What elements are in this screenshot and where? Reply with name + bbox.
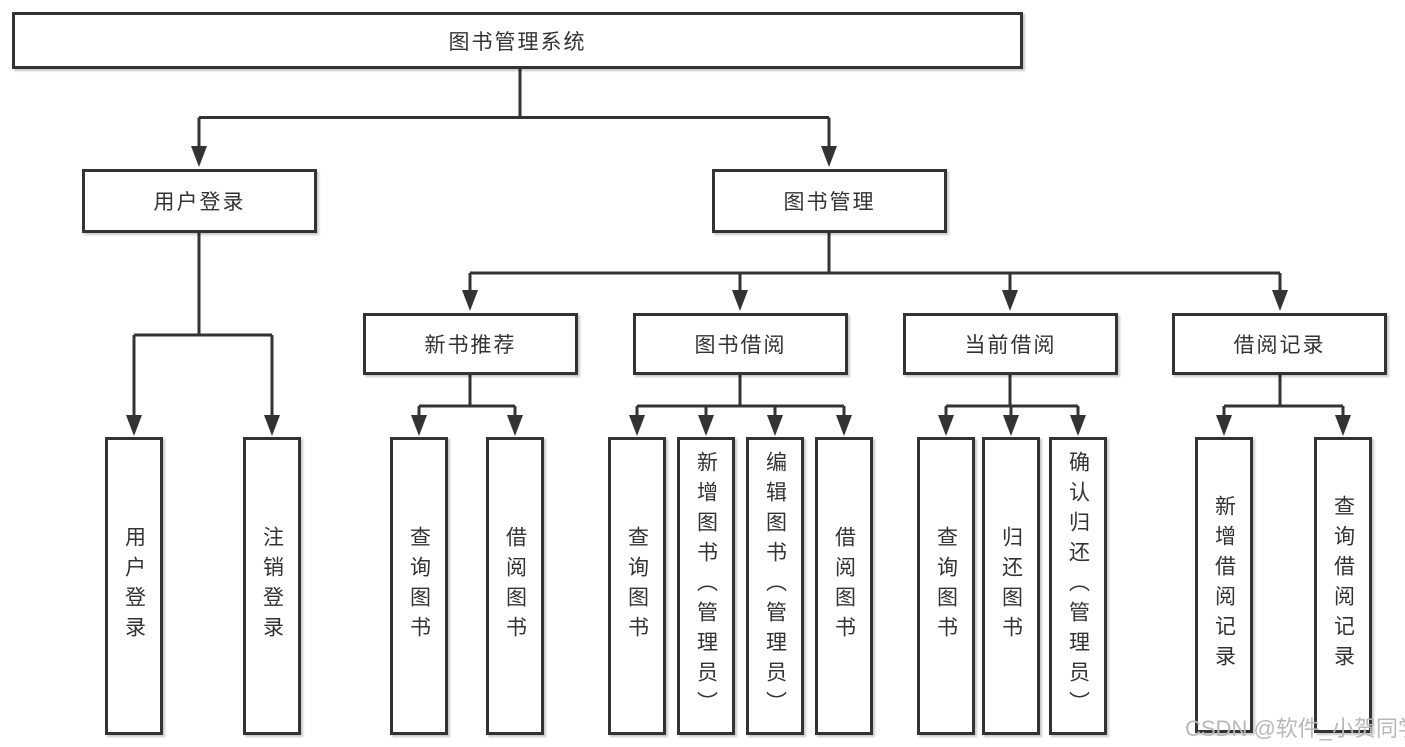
leaf-logout: 注销登录 (243, 437, 301, 735)
leaf-logout-label: 注销登录 (260, 526, 284, 646)
leaf-edit-book-admin-label: 编辑图书（管理员） (763, 451, 787, 721)
node-borrow-records: 借阅记录 (1172, 313, 1387, 375)
leaf-add-borrow-record: 新增借阅记录 (1195, 437, 1253, 733)
leaf-add-borrow-record-label: 新增借阅记录 (1212, 495, 1236, 675)
leaf-return-book: 归还图书 (982, 437, 1040, 735)
leaf-add-book-admin-label: 新增图书（管理员） (694, 451, 718, 721)
leaf-confirm-return-admin-label: 确认归还（管理员） (1066, 451, 1090, 721)
leaf-query-book-current: 查询图书 (917, 437, 975, 735)
leaf-return-book-label: 归还图书 (999, 526, 1023, 646)
leaf-query-book-borrow-label: 查询图书 (625, 526, 649, 646)
leaf-user-login: 用户登录 (105, 437, 163, 735)
node-book-management-label: 图书管理 (783, 191, 876, 214)
node-new-book-recommend: 新书推荐 (363, 313, 578, 375)
leaf-add-book-admin: 新增图书（管理员） (677, 437, 735, 735)
leaf-user-login-label: 用户登录 (122, 526, 146, 646)
watermark-text: CSDN @软件_小贺同学 (1185, 716, 1405, 741)
arrowheads (126, 146, 1351, 436)
node-new-book-recommend-label: 新书推荐 (424, 334, 517, 357)
node-current-borrow: 当前借阅 (903, 313, 1118, 375)
leaf-query-borrow-record: 查询借阅记录 (1314, 437, 1372, 733)
leaf-borrow-book-recommend-label: 借阅图书 (503, 526, 527, 646)
leaf-confirm-return-admin: 确认归还（管理员） (1049, 437, 1107, 735)
leaf-query-book-recommend: 查询图书 (390, 437, 448, 735)
leaf-borrow-book: 借阅图书 (815, 437, 873, 735)
leaf-query-borrow-record-label: 查询借阅记录 (1331, 495, 1355, 675)
node-book-management: 图书管理 (712, 169, 947, 233)
node-borrow-records-label: 借阅记录 (1233, 334, 1326, 357)
node-user-login-label: 用户登录 (153, 191, 246, 214)
leaf-edit-book-admin: 编辑图书（管理员） (746, 437, 804, 735)
leaf-query-book-borrow: 查询图书 (608, 437, 666, 735)
node-current-borrow-label: 当前借阅 (964, 334, 1057, 357)
node-root: 图书管理系统 (12, 12, 1023, 69)
leaf-query-book-recommend-label: 查询图书 (407, 526, 431, 646)
node-book-borrow-label: 图书借阅 (694, 334, 787, 357)
node-root-label: 图书管理系统 (448, 30, 587, 54)
leaf-query-book-current-label: 查询图书 (934, 526, 958, 646)
leaf-borrow-book-label: 借阅图书 (832, 526, 856, 646)
node-user-login: 用户登录 (82, 169, 317, 233)
node-book-borrow: 图书借阅 (633, 313, 848, 375)
leaf-borrow-book-recommend: 借阅图书 (486, 437, 544, 735)
